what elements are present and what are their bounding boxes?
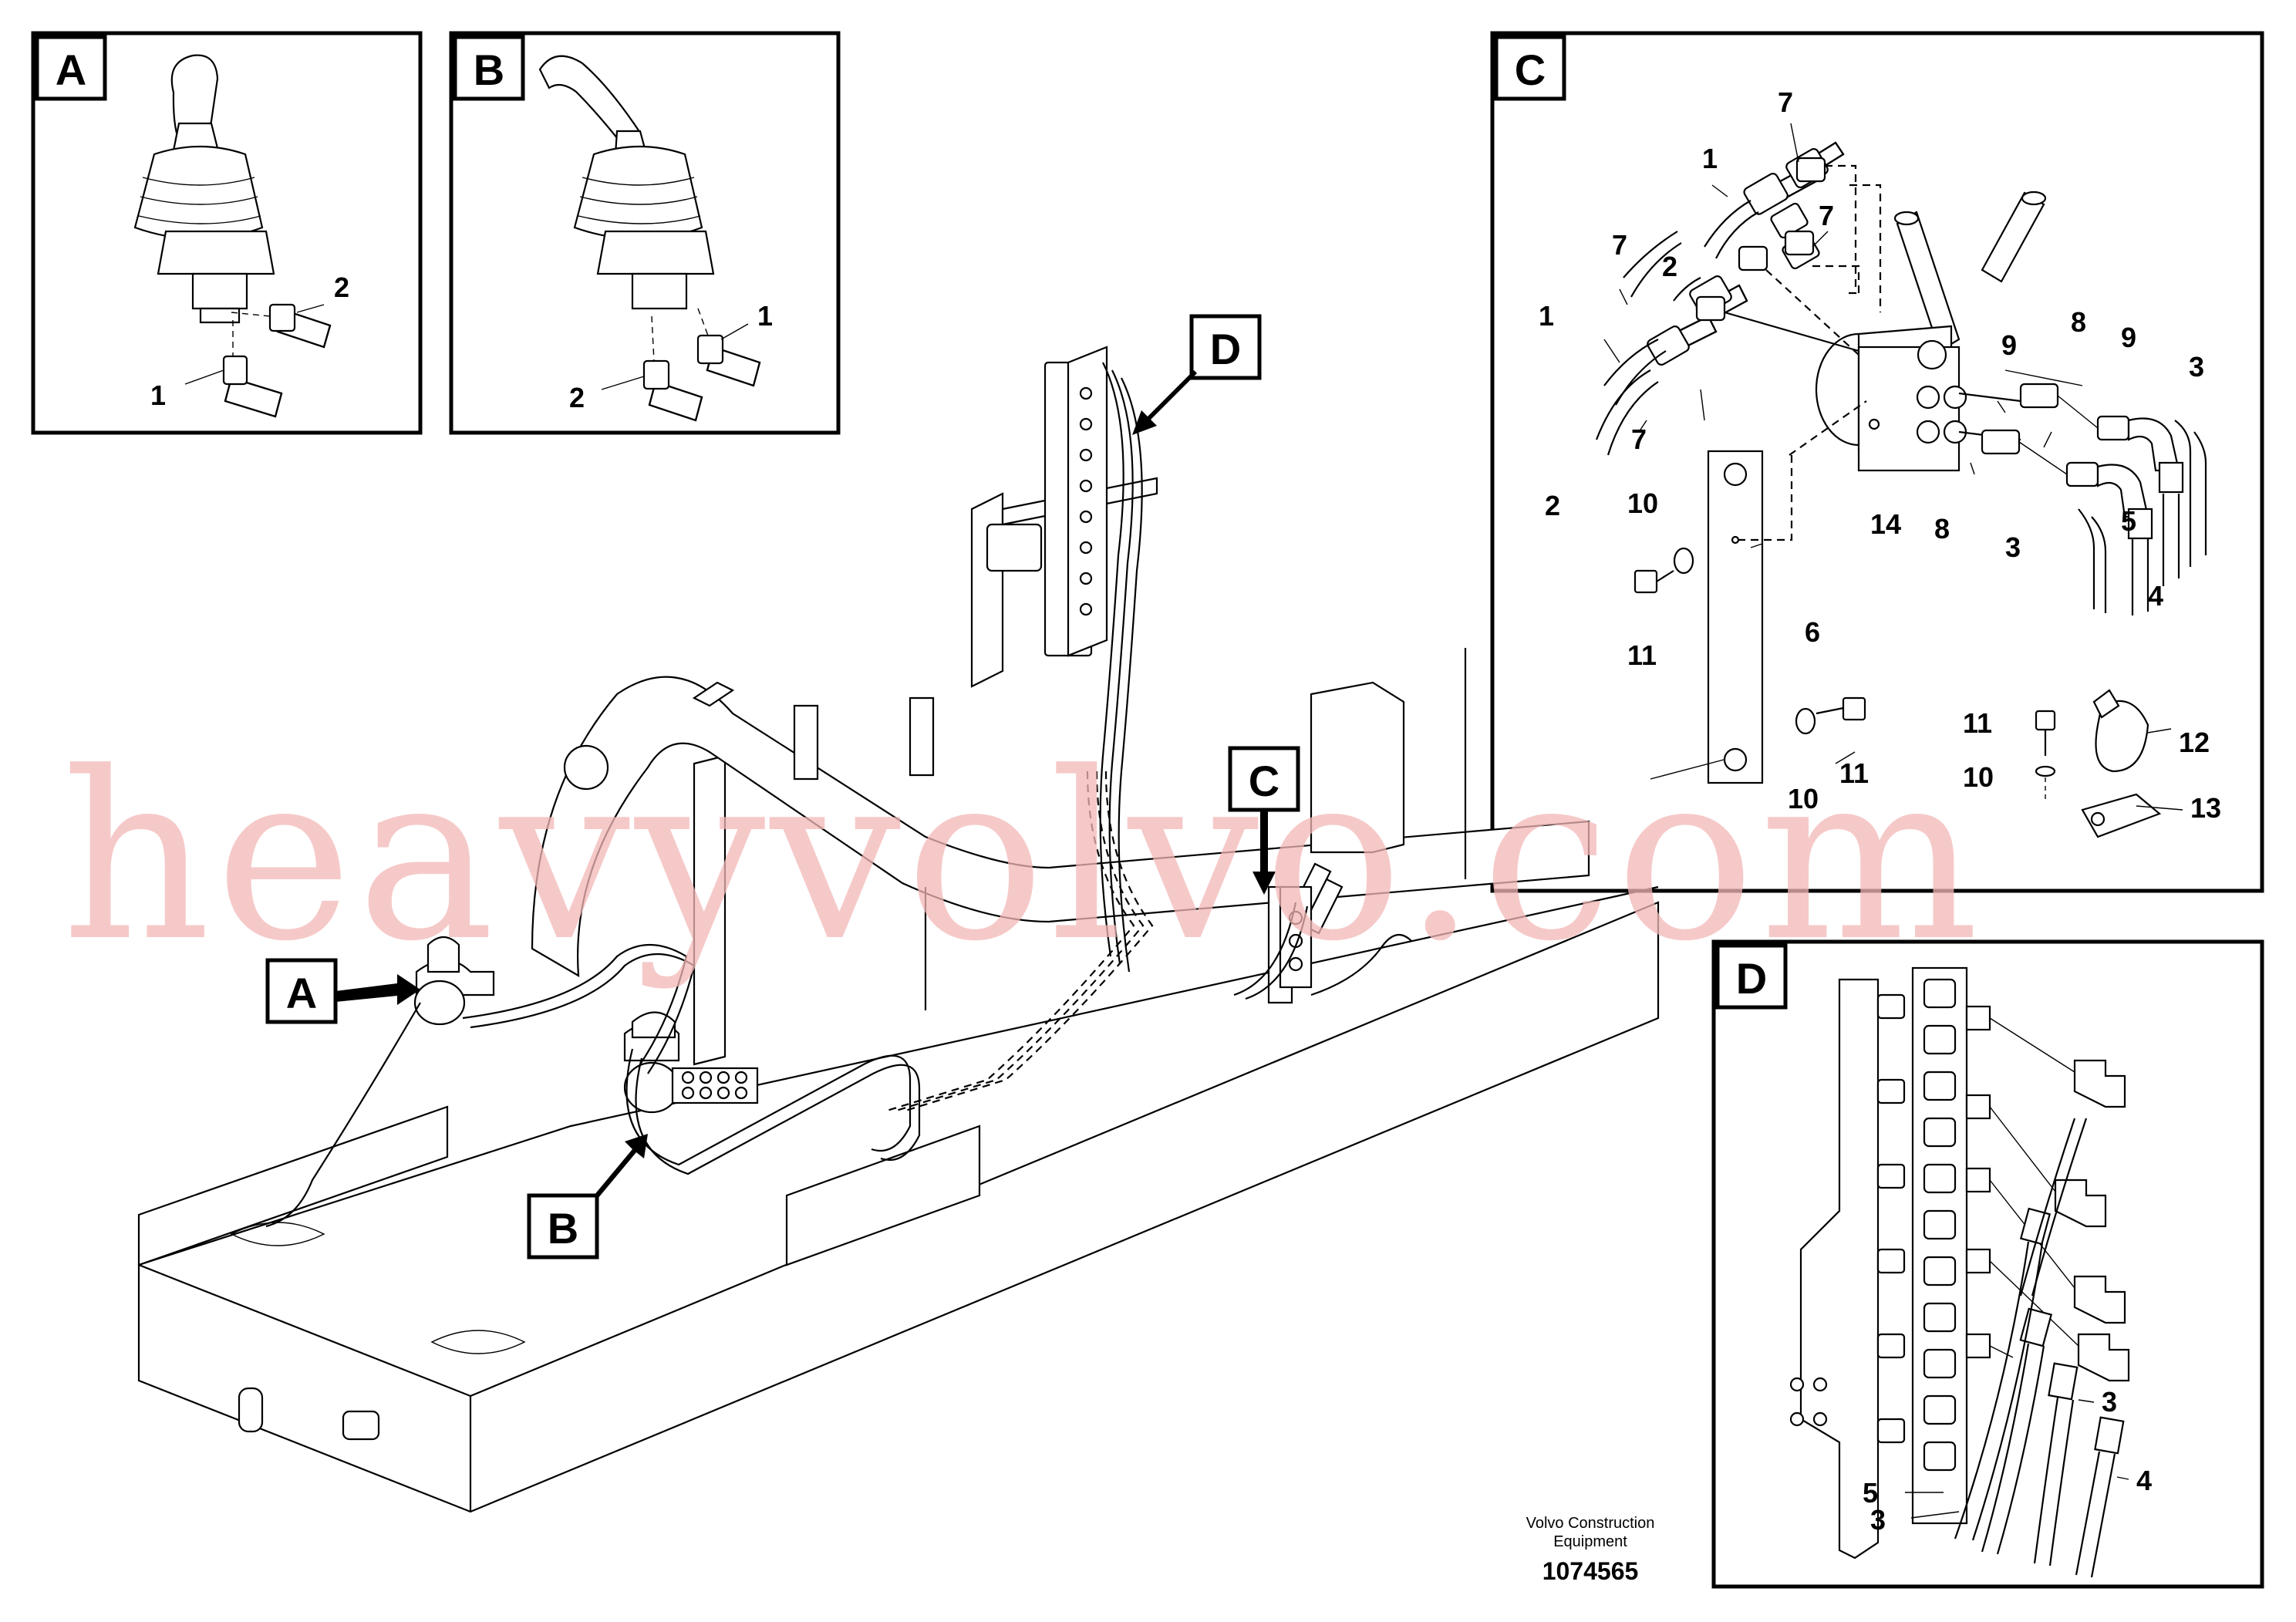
- company-line-1: Volvo Construction: [1526, 1515, 1655, 1532]
- panel-d-hoses: [1954, 1118, 2125, 1578]
- panel-c-callout-1a: 1: [1702, 143, 1718, 174]
- panel-c-callout-13: 13: [2190, 792, 2221, 824]
- panel-c-callout-3b: 3: [2005, 531, 2021, 563]
- boom-mount: [531, 648, 1590, 1010]
- panel-a-callout-2: 2: [334, 271, 349, 303]
- panel-c-callout-11c: 11: [1963, 707, 1992, 739]
- footer: Volvo Construction Equipment 1074565: [1526, 1515, 1655, 1585]
- main-manifold-d: [970, 346, 1158, 688]
- hose-group-upper-left: [1595, 141, 1882, 456]
- fitting-a-2: [231, 303, 332, 349]
- panel-d-callout-3b: 3: [1870, 1504, 1886, 1536]
- panel-a-callout-1: 1: [150, 379, 166, 411]
- panel-d-callout-5: 5: [1863, 1477, 1878, 1509]
- panel-c-callout-10a: 10: [1627, 487, 1658, 519]
- main-joystick-b: [623, 1011, 680, 1114]
- pointer-c-text: C: [1249, 757, 1279, 805]
- company-line-2: Equipment: [1553, 1533, 1627, 1550]
- panel-c-letter: C: [1515, 46, 1546, 94]
- panel-c-callout-2a: 2: [1662, 251, 1677, 282]
- panel-c-callout-9a: 9: [2001, 329, 2017, 361]
- panel-c-callout-11a: 11: [1627, 639, 1657, 671]
- panel-c-callout-1b: 1: [1539, 300, 1554, 332]
- detail-panel-d: D: [1711, 939, 2264, 1589]
- panel-c-callout-3a: 3: [2189, 351, 2204, 383]
- pilot-valve: [1815, 191, 2047, 472]
- pointer-label-b: B: [527, 1134, 648, 1259]
- panel-c-callout-7a: 7: [1778, 86, 1793, 118]
- panel-c-callout-10b: 10: [1788, 783, 1819, 814]
- panel-c-callout-14: 14: [1870, 508, 1901, 540]
- bolt-washer-set: [1633, 547, 2162, 838]
- panel-c-callout-10c: 10: [1963, 761, 1994, 793]
- detail-panel-c: C: [1490, 31, 2264, 893]
- watermark-text: heavyvolvo.com: [62, 723, 1984, 992]
- panel-c-callout-7d: 7: [1631, 423, 1647, 455]
- panel-c-callout-5: 5: [2121, 505, 2136, 537]
- pointer-label-c: C: [1228, 746, 1300, 895]
- joystick-right: [538, 55, 715, 310]
- panel-d-callout-4: 4: [2136, 1465, 2152, 1496]
- panel-c-callout-6: 6: [1805, 616, 1820, 648]
- panel-c-callout-2b: 2: [1545, 490, 1560, 521]
- panel-c-leaders: [1603, 123, 2183, 811]
- panel-c-callout-9b: 9: [2121, 322, 2136, 353]
- panel-c-callout-7c: 7: [1612, 229, 1627, 261]
- joystick-left: [133, 54, 275, 324]
- panel-c-callout-8b: 8: [1934, 513, 1950, 545]
- panel-b-letter: B: [474, 46, 504, 94]
- panel-c-callout-8a: 8: [2071, 306, 2086, 338]
- panel-c-callout-4: 4: [2148, 580, 2163, 612]
- panel-a-letter: A: [56, 46, 86, 94]
- elbow-fittings: [1989, 1017, 2130, 1382]
- fitting-b-1: [696, 308, 761, 387]
- drawing-number: 1074565: [1542, 1557, 1639, 1585]
- distribution-block: [671, 1067, 759, 1104]
- panel-b-callout-2: 2: [569, 382, 585, 413]
- fitting-a-1: [184, 320, 283, 418]
- bracket-6: [1650, 400, 1867, 784]
- detail-panel-b: B 1 2: [449, 31, 841, 435]
- panel-b-callout-1: 1: [757, 300, 773, 332]
- fitting-b-2: [601, 315, 703, 422]
- panel-d-letter: D: [1736, 954, 1767, 1003]
- main-hose-runs: [265, 362, 1412, 1228]
- manifold-ports: [1876, 978, 1991, 1472]
- panel-d-callout-3a: 3: [2102, 1386, 2117, 1418]
- main-view: A B C D: [137, 314, 1660, 1513]
- detail-panel-a: A 2 1: [31, 31, 423, 435]
- hose-group-right: [1958, 369, 2207, 615]
- pointer-d-text: D: [1210, 325, 1241, 373]
- pointer-label-d: D: [1132, 314, 1262, 435]
- pointer-b-text: B: [548, 1204, 578, 1253]
- panel-c-callout-12: 12: [2179, 727, 2210, 758]
- main-joystick-a: [413, 936, 495, 1026]
- pointer-a-text: A: [286, 969, 317, 1017]
- panel-c-callout-11b: 11: [1839, 757, 1869, 789]
- panel-c-callout-7b: 7: [1819, 200, 1834, 231]
- pointer-label-a: A: [265, 958, 420, 1024]
